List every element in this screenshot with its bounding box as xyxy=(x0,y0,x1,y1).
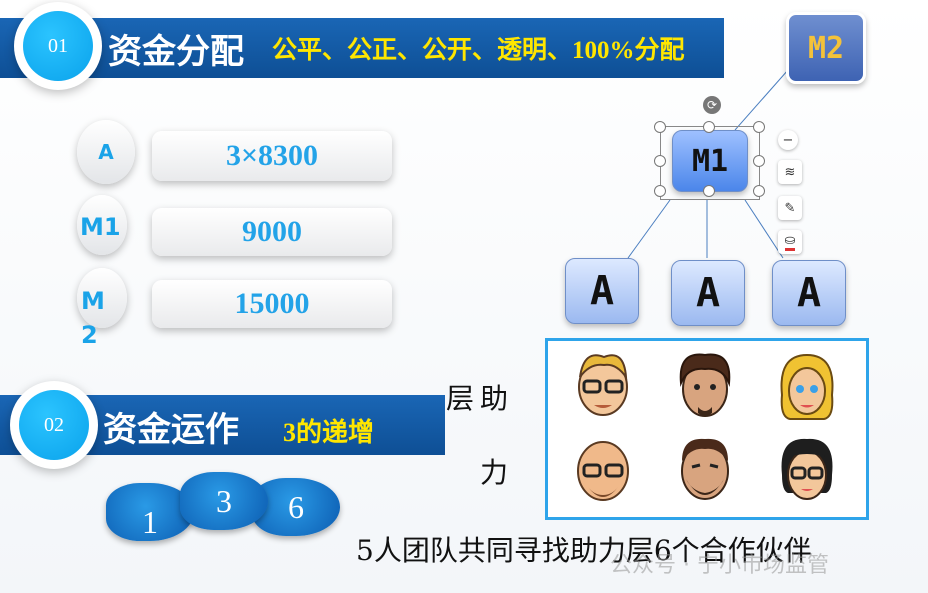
row-m1-value: 9000 xyxy=(152,208,392,256)
resize-handle-ne[interactable] xyxy=(753,121,765,133)
avatar-frame xyxy=(545,338,869,520)
bald-bearded-man-icon xyxy=(577,441,629,501)
resize-handle-se[interactable] xyxy=(753,185,765,197)
minus-icon: − xyxy=(782,132,794,148)
row-m1-label: M1 xyxy=(80,213,121,241)
tree-leaf-2: A xyxy=(671,260,745,326)
collapse-tool[interactable]: − xyxy=(778,130,798,150)
watermark: 公众号 · 宁小市场监管 xyxy=(610,553,829,578)
tree-node-m2: M2 xyxy=(786,12,866,84)
blonde-woman-icon xyxy=(780,353,834,420)
resize-handle-n[interactable] xyxy=(703,121,715,133)
tree-node-m1-label: M1 xyxy=(691,143,729,179)
row-m2-value: 15000 xyxy=(152,280,392,328)
tree-leaf-2-label: A xyxy=(695,270,721,316)
layers-tool[interactable]: ≋ xyxy=(778,160,802,184)
section2-number: 02 xyxy=(19,390,89,460)
section1-number: 01 xyxy=(23,11,93,81)
tree-leaf-1: A xyxy=(565,258,639,324)
row-a-label-bubble: A xyxy=(77,120,135,184)
resize-handle-nw[interactable] xyxy=(654,121,666,133)
row-m2-label-bubble: M2 xyxy=(77,268,127,349)
section1-number-badge: 01 xyxy=(14,2,102,90)
section1-subtitle: 公平、公正、公开、透明、100%分配 xyxy=(272,37,685,64)
section1-banner xyxy=(0,18,724,78)
section1-title: 资金分配 xyxy=(108,34,244,71)
rotate-handle-icon[interactable]: ⟳ xyxy=(703,96,721,114)
section2-title: 资金运作 xyxy=(103,412,239,449)
tree-leaf-3-label: A xyxy=(796,270,822,316)
resize-handle-sw[interactable] xyxy=(654,185,666,197)
layers-icon: ≋ xyxy=(784,164,796,180)
helper-label: 层助力 xyxy=(445,382,514,489)
resize-handle-e[interactable] xyxy=(753,155,765,167)
tree-leaf-1-label: A xyxy=(589,268,615,314)
row-m1-label-bubble: M1 xyxy=(77,195,127,255)
caption: 5人团队共同寻找助力层6个合作伙伴 xyxy=(356,534,812,567)
avatar-grid xyxy=(577,353,834,501)
row-m2-label: M2 xyxy=(81,287,105,349)
step-2: 3 xyxy=(180,472,268,530)
step-3-label: 6 xyxy=(288,488,304,525)
section2-number-badge: 02 xyxy=(10,381,98,469)
tree-node-m1[interactable]: M1 xyxy=(672,130,748,192)
step-1-label: 1 xyxy=(142,503,158,540)
step-1: 1 xyxy=(106,483,194,541)
row-a-label: A xyxy=(98,140,114,164)
style-tool[interactable]: ✎ xyxy=(778,196,802,220)
glasses-blond-man-icon xyxy=(578,354,628,416)
section2-subtitle: 3的递增 xyxy=(283,418,375,447)
resize-handle-w[interactable] xyxy=(654,155,666,167)
fill-tool[interactable]: ⛀ xyxy=(778,230,802,254)
step-2-label: 3 xyxy=(216,482,232,519)
brush-icon: ✎ xyxy=(784,200,796,216)
dark-hair-woman-glasses-icon xyxy=(781,438,833,500)
tree-leaf-3: A xyxy=(772,260,846,326)
tree-node-m2-label: M2 xyxy=(807,30,845,66)
fill-bucket-icon: ⛀ xyxy=(784,233,796,251)
row-a-value: 3×8300 xyxy=(152,131,392,181)
resize-handle-s[interactable] xyxy=(703,185,715,197)
curly-hair-man-icon xyxy=(679,353,731,417)
bearded-man-icon xyxy=(681,438,729,500)
